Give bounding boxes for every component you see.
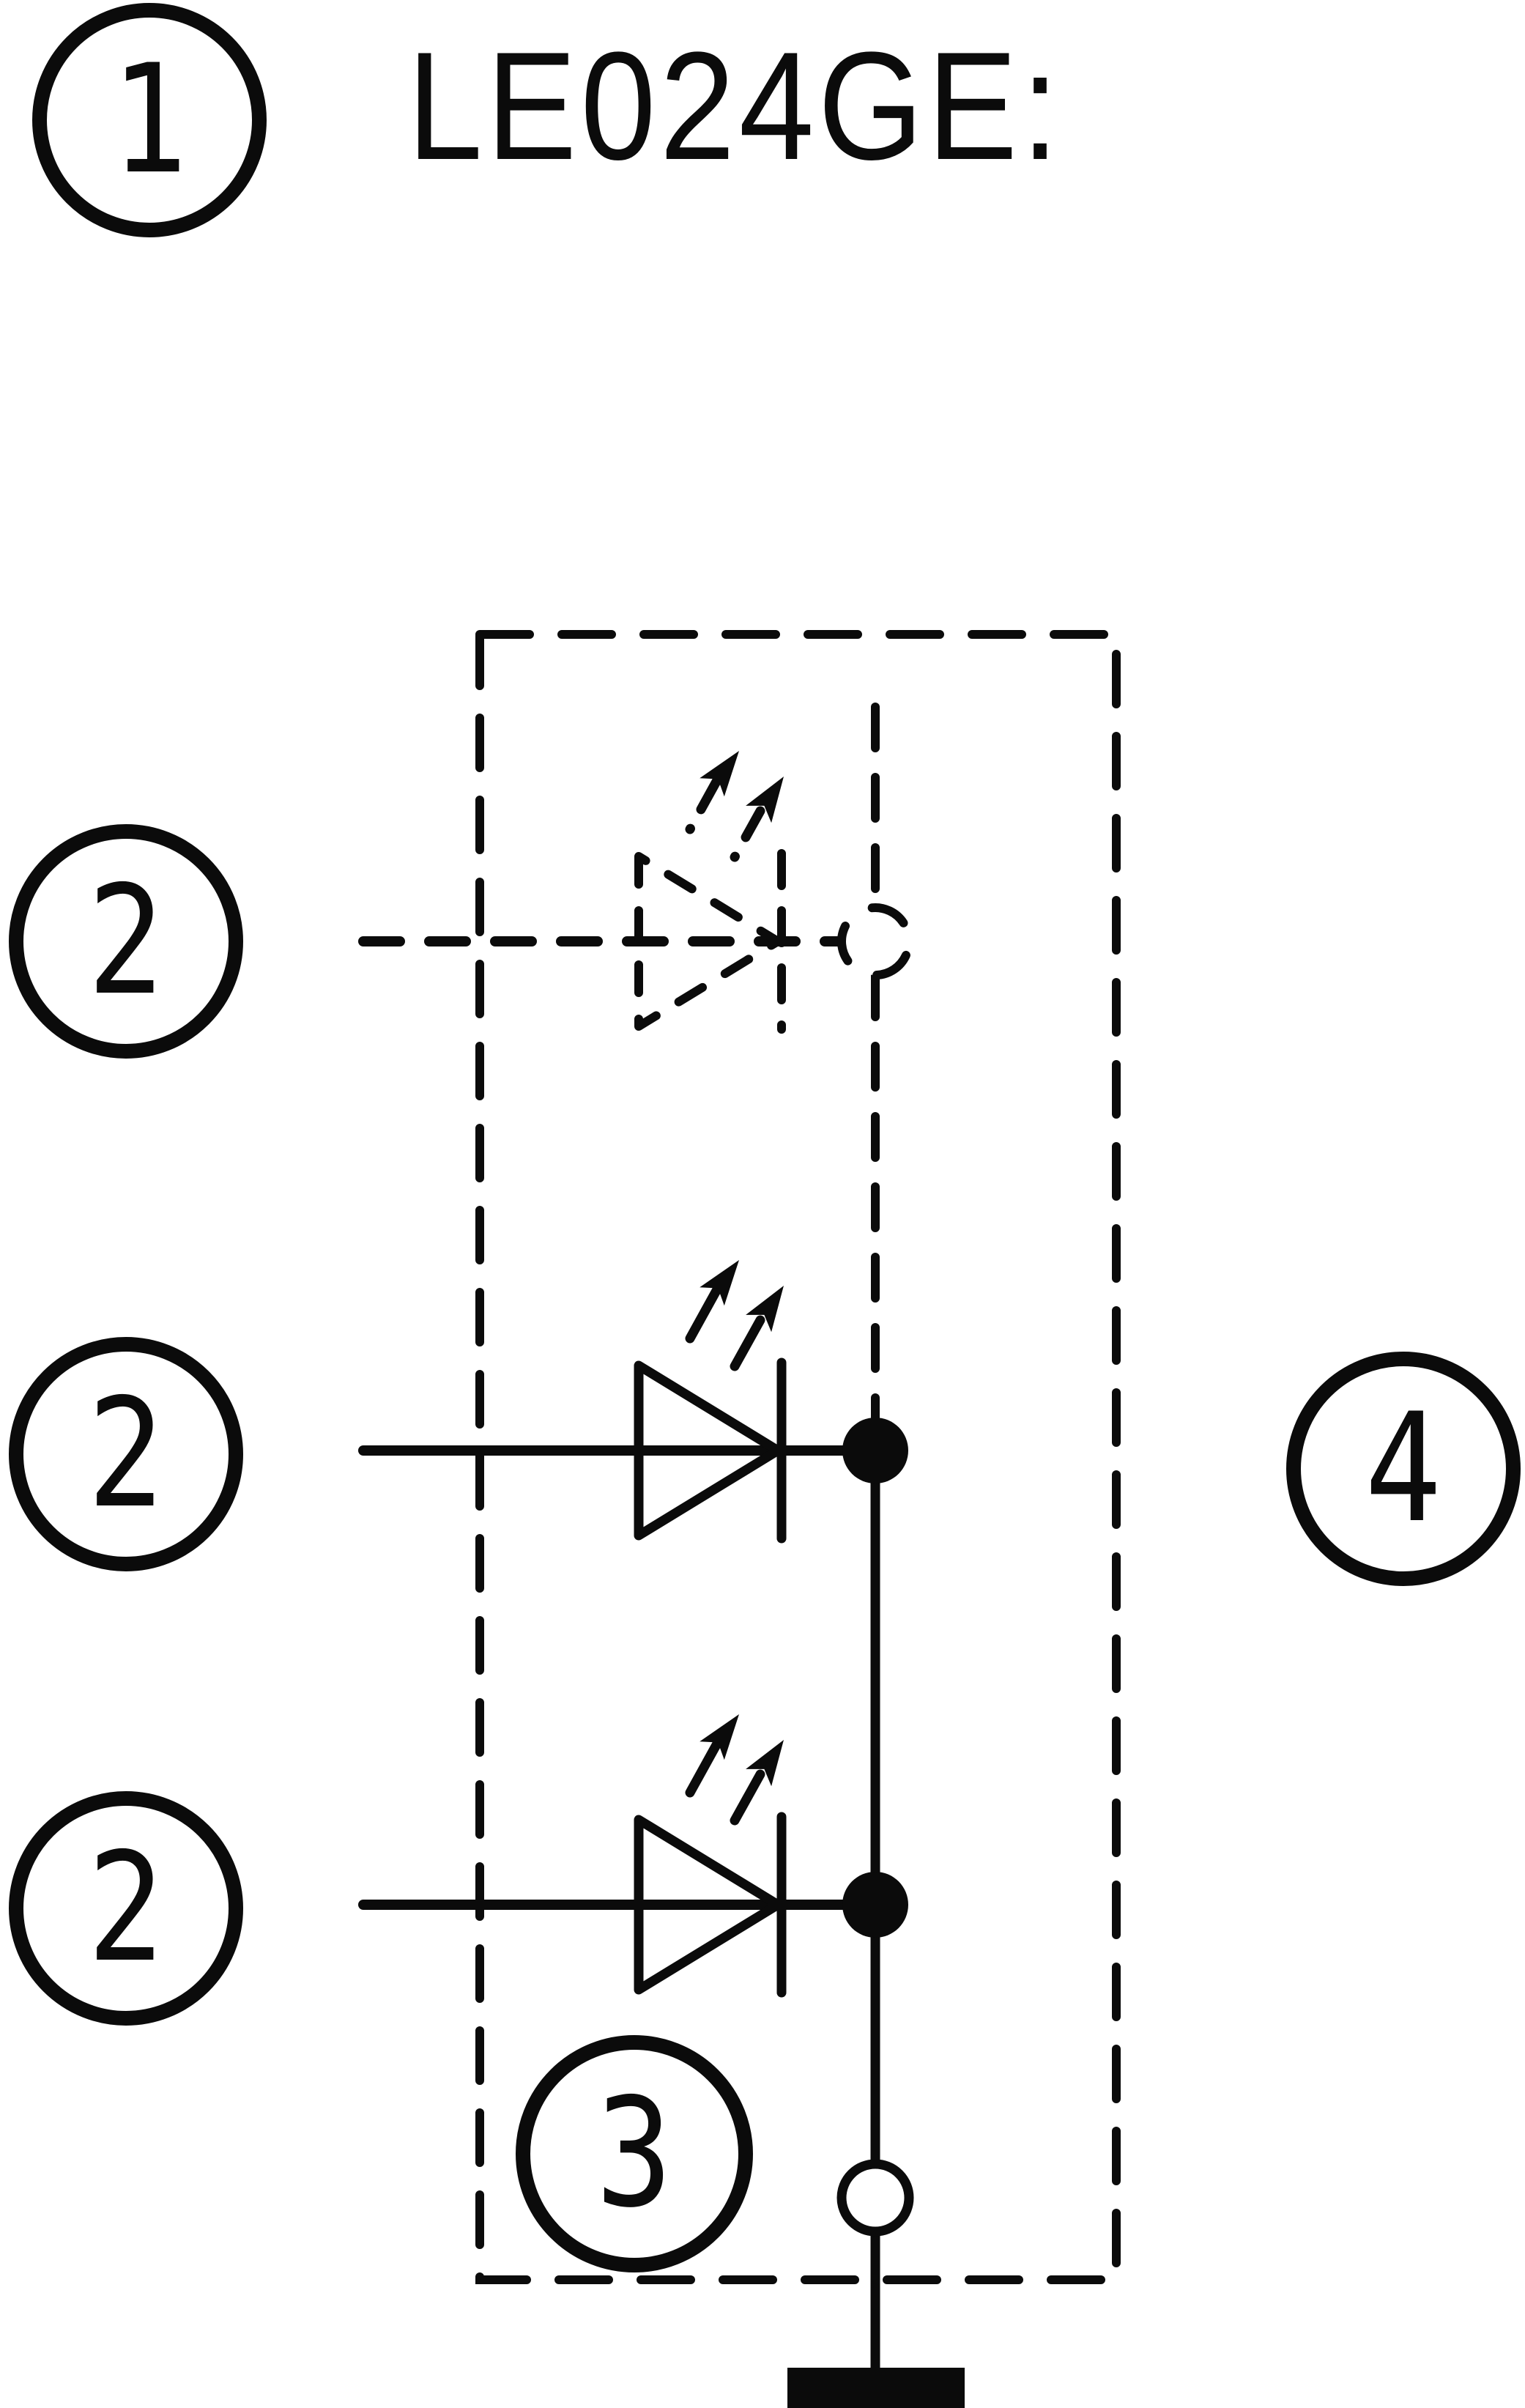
light-arrow-head <box>700 751 739 797</box>
led-branch-1 <box>358 1260 908 1544</box>
callout-input-2-middle-label: 2 <box>87 1366 165 1541</box>
led-triangle <box>634 1815 783 1995</box>
light-arrow-shaft <box>685 775 722 834</box>
led-triangle-dashed <box>634 852 782 1031</box>
light-arrow-shaft <box>685 1284 722 1344</box>
ground-bar <box>787 2368 965 2408</box>
optional-branch-node-circle <box>837 903 913 979</box>
callout-input-2-bottom-label: 2 <box>87 1820 165 1996</box>
callout-common-node-3-label: 3 <box>595 2066 673 2241</box>
junction-dot <box>842 1872 908 1938</box>
light-arrow-head <box>700 1260 739 1306</box>
led-branch-2 <box>358 1714 908 1998</box>
light-emission-arrows-dashed <box>685 751 784 862</box>
light-arrow-shaft <box>730 1769 765 1826</box>
callout-input-2-bottom: 2 <box>9 1791 243 2026</box>
led-triangle <box>634 1360 783 1541</box>
led-branch-optional <box>358 751 913 1034</box>
callout-module-4-label: 4 <box>1365 1381 1442 1556</box>
callout-input-2-middle: 2 <box>9 1337 243 1571</box>
light-emission-arrows <box>685 1260 784 1371</box>
page-title: LE024GE: <box>407 20 1063 192</box>
junction-dot <box>842 1418 908 1483</box>
output-terminal-node-circle <box>836 2159 914 2237</box>
light-arrow-head <box>746 1286 784 1333</box>
light-emission-arrows <box>685 1714 784 1826</box>
callout-common-node-3: 3 <box>516 2035 753 2272</box>
light-arrow-head <box>746 777 784 823</box>
light-arrow-shaft <box>730 806 765 862</box>
module-boundary-dashed-box <box>475 630 1121 2284</box>
callout-figure-1: 1 <box>32 3 267 237</box>
callout-input-2-top: 2 <box>9 824 243 1059</box>
light-arrow-head <box>746 1740 784 1787</box>
callout-module-4: 4 <box>1286 1352 1521 1586</box>
callout-input-2-top-label: 2 <box>87 853 165 1029</box>
light-arrow-shaft <box>730 1315 765 1371</box>
callout-figure-1-label: 1 <box>111 32 188 207</box>
light-arrow-head <box>700 1714 739 1760</box>
light-arrow-shaft <box>685 1738 722 1798</box>
